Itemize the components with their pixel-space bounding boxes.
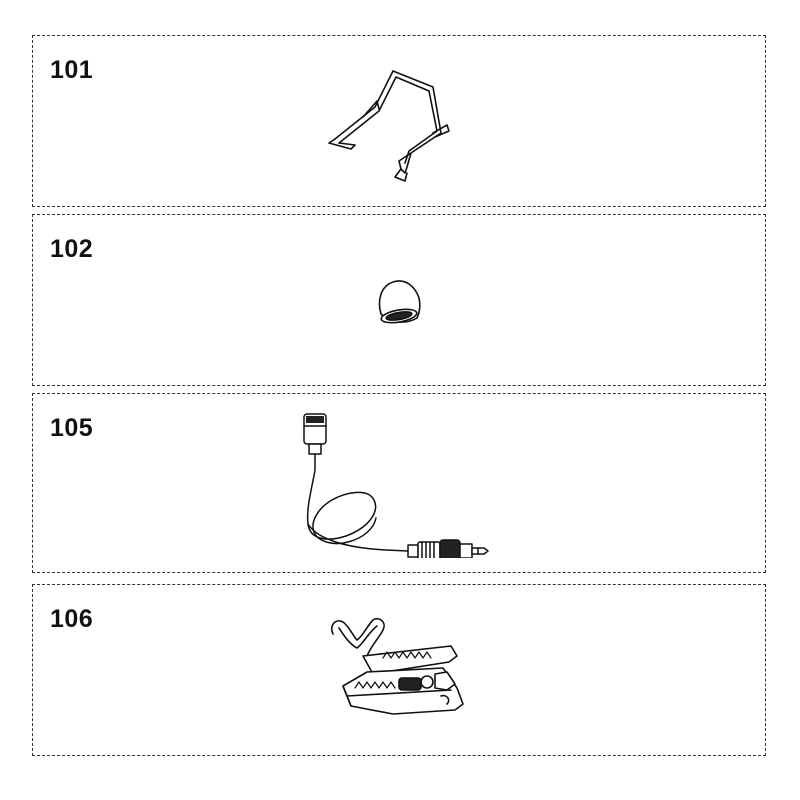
part-panel-106: 106 bbox=[32, 584, 766, 756]
foam-windscreen-icon bbox=[363, 270, 433, 330]
part-panel-105: 105 bbox=[32, 393, 766, 573]
part-number: 106 bbox=[50, 605, 94, 633]
tie-clip-icon bbox=[323, 610, 473, 725]
part-number: 105 bbox=[50, 414, 94, 442]
part-panel-102: 102 bbox=[32, 214, 766, 386]
part-number: 102 bbox=[50, 235, 94, 263]
part-number: 101 bbox=[50, 56, 94, 84]
lavalier-microphone-icon bbox=[288, 408, 503, 558]
wire-clip-holder-icon bbox=[323, 51, 463, 191]
part-panel-101: 101 bbox=[32, 35, 766, 207]
